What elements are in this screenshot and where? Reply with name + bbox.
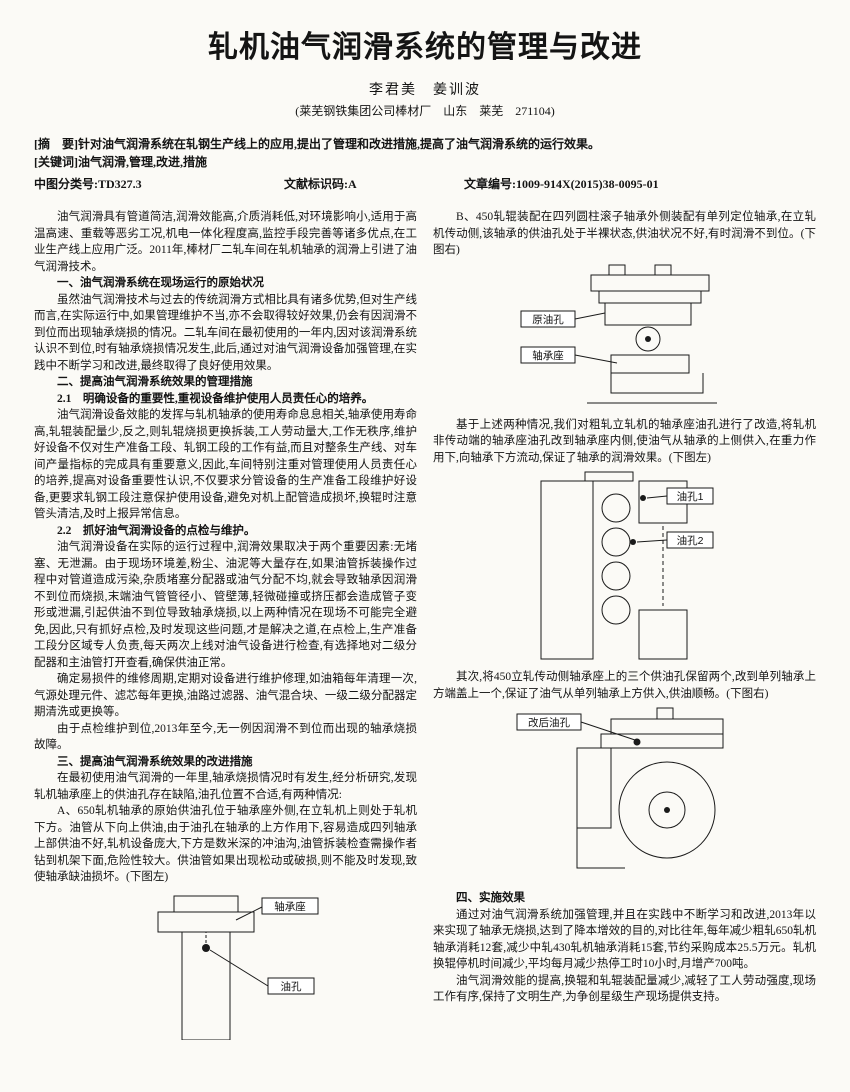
figure-650-bearing-housing: 轴承座 油孔	[34, 890, 417, 1040]
section-2-2-heading: 2.2 抓好油气润滑设备的点检与维护。	[57, 524, 256, 537]
modified-housing-drawing: 油孔1 油孔2	[540, 471, 714, 660]
section-2-1-heading: 2.1 明确设备的重要性,重视设备维护使用人员责任心的培养。	[57, 392, 374, 405]
left-column: 油气润滑具有管道简洁,润滑效能高,介质消耗低,对环境影响小,适用于高温高速、重载…	[34, 209, 417, 1044]
clc-number: 中图分类号:TD327.3	[34, 177, 142, 191]
figure-450-original-oil-hole: 原油孔 轴承座	[433, 263, 816, 413]
figure-label: 轴承座	[532, 349, 564, 362]
abstract-label: [摘 要]	[34, 137, 78, 151]
figure-after-modification: 改后油孔	[433, 706, 816, 886]
abstract-line: [摘 要]针对油气润滑系统在轧钢生产线上的应用,提出了管理和改进措施,提高了油气…	[34, 135, 816, 153]
section-4-heading: 四、实施效果	[456, 892, 525, 904]
figure-label: 改后油孔	[528, 716, 570, 729]
label-bearing-seat: 轴承座	[520, 346, 618, 363]
section-2-2-paragraph-2: 确定易损件的维修周期,定期对设备进行维护修理,如油箱每年清理一次,气源处理元件、…	[34, 673, 417, 718]
figure-label: 原油孔	[532, 313, 564, 326]
section-4-paragraph-1: 通过对油气润滑系统加强管理,并且在实践中不断学习和改进,2013年以来实现了轴承…	[433, 908, 816, 971]
roll-assembly-drawing: 原油孔 轴承座	[520, 264, 717, 403]
end-cover-drawing: 改后油孔	[516, 707, 723, 869]
section-1-heading: 一、油气润滑系统在现场运行的原始状况	[57, 277, 264, 289]
roller	[601, 595, 631, 625]
oil-hole-2-mark	[630, 539, 636, 545]
intro-paragraph: 油气润滑具有管道简洁,润滑效能高,介质消耗低,对环境影响小,适用于高温高速、重载…	[34, 211, 417, 273]
figure-label: 油孔2	[677, 534, 704, 547]
second-modification-paragraph: 其次,将450立轧传动侧轴承座上的三个供油孔保留两个,改到单列轴承上方端盖上一个…	[433, 671, 816, 700]
label-oil-hole: 油孔	[209, 949, 314, 994]
single-row-bearing	[618, 761, 715, 859]
roller	[601, 527, 631, 557]
label-modified-oil-hole: 改后油孔	[516, 713, 635, 741]
section-2-2-paragraph-3: 由于点检维护到位,2013年至今,无一例因润滑不到位而出现的轴承烧损故障。	[34, 722, 417, 752]
label-original-oil-hole: 原油孔	[520, 310, 606, 327]
section-3-paragraph-2: A、650轧机轴承的原始供油孔位于轴承座外侧,在立轧机上则处于轧机下方。油管从下…	[34, 805, 417, 883]
keywords-label: [关键词]	[34, 155, 78, 169]
case-b-paragraph: B、450轧辊装配在四列圆柱滚子轴承外侧装配有单列定位轴承,在立轧机传动侧,该轴…	[433, 211, 816, 256]
label-oil-hole-2: 油孔2	[636, 531, 714, 549]
abstract-text: 针对油气润滑系统在轧钢生产线上的应用,提出了管理和改进措施,提高了油气润滑系统的…	[78, 137, 601, 151]
roller	[601, 561, 631, 591]
document-code: 文献标识码:A	[284, 177, 357, 191]
modification-paragraph: 基于上述两种情况,我们对粗轧立轧机的轴承座油孔进行了改造,将轧机非传动端的轴承座…	[433, 418, 816, 464]
authors: 李君美 姜训波	[369, 83, 481, 98]
oil-hole-1-mark	[640, 495, 646, 501]
figure-modified-oil-holes: 油孔1 油孔2	[433, 470, 816, 665]
section-4-paragraph-2: 油气润滑效能的提高,换辊和轧辊装配量减少,减轻了工人劳动强度,现场工作有序,保持…	[433, 974, 816, 1004]
keywords-text: 油气润滑,管理,改进,措施	[78, 155, 208, 169]
section-3-paragraph-1: 在最初使用油气润滑的一年里,轴承烧损情况时有发生,经分析研究,发现轧机轴承座上的…	[34, 772, 417, 801]
section-3-heading: 三、提高油气润滑系统效果的改进措施	[57, 755, 253, 768]
figure-label: 油孔1	[677, 490, 704, 503]
right-column: B、450轧辊装配在四列圆柱滚子轴承外侧装配有单列定位轴承,在立轧机传动侧,该轴…	[433, 209, 816, 1044]
figure-label: 轴承座	[274, 900, 306, 913]
label-bearing-seat: 轴承座	[235, 897, 318, 920]
id-line: 中图分类号:TD327.3 文献标识码:A 文章编号:1009-914X(201…	[34, 175, 816, 193]
article-number: 文章编号:1009-914X(2015)38-0095-01	[464, 177, 659, 191]
bearing-housing-drawing: 轴承座 油孔	[157, 895, 318, 1040]
paper-title: 轧机油气润滑系统的管理与改进	[208, 31, 642, 64]
section-2-2-paragraph-1: 油气润滑设备在实际的运行过程中,润滑效果取决于两个重要因素:无堵塞、无泄漏。由于…	[34, 541, 417, 669]
new-oil-hole-mark	[633, 738, 640, 746]
section-2-1-paragraph: 油气润滑设备效能的发挥与轧机轴承的使用寿命息息相关,轴承使用寿命高,轧辊装配量少…	[34, 409, 417, 520]
meta-block: [摘 要]针对油气润滑系统在轧钢生产线上的应用,提出了管理和改进措施,提高了油气…	[34, 135, 816, 193]
label-oil-hole-1: 油孔1	[646, 487, 714, 505]
figure-label: 油孔	[280, 980, 301, 993]
section-1-paragraph: 虽然油气润滑技术与过去的传统润滑方式相比具有诸多优势,但对生产线而言,在实际运行…	[34, 293, 417, 372]
section-2-heading: 二、提高油气润滑系统效果的管理措施	[57, 376, 253, 388]
two-column-body: 油气润滑具有管道简洁,润滑效能高,介质消耗低,对环境影响小,适用于高温高速、重载…	[34, 209, 816, 1044]
bearing-ball	[635, 326, 661, 351]
keywords-line: [关键词]油气润滑,管理,改进,措施	[34, 153, 816, 171]
affiliation: (莱芜钢铁集团公司棒材厂 山东 莱芜 271104)	[295, 104, 555, 118]
roller	[601, 493, 631, 523]
